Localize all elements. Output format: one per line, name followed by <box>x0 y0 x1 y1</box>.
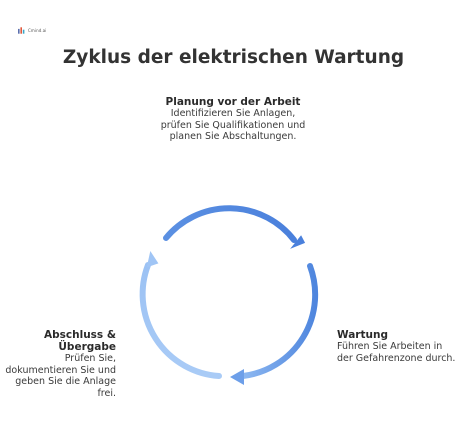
cycle-arc-completion-to-planning <box>139 262 222 379</box>
cycle-diagram <box>139 205 319 385</box>
arrow-head-left-icon <box>146 251 159 268</box>
step-maintenance: Wartung Führen Sie Arbeiten in der Gefah… <box>337 329 457 364</box>
step-completion-title: Abschluss & Übergabe <box>44 329 116 353</box>
cycle-arc-maintenance-to-completion <box>240 263 319 379</box>
step-maintenance-description: Führen Sie Arbeiten in der Gefahrenzone … <box>337 341 456 364</box>
logo-icon <box>18 27 25 34</box>
cycle-arc-planning-to-maintenance <box>163 205 297 243</box>
logo: Cmind.ai <box>18 27 47 34</box>
step-planning: Planung vor der Arbeit Identifizieren Si… <box>158 96 308 143</box>
step-completion: Abschluss & Übergabe Prüfen Sie, dokumen… <box>0 329 116 399</box>
step-completion-description: Prüfen Sie, dokumentieren Sie und geben … <box>5 353 116 399</box>
step-maintenance-title: Wartung <box>337 329 388 341</box>
logo-text: Cmind.ai <box>28 28 47 33</box>
diagram-title: Zyklus der elektrischen Wartung <box>62 47 405 68</box>
arrow-head-right-icon <box>290 235 306 249</box>
step-planning-description: Identifizieren Sie Anlagen, prüfen Sie Q… <box>160 108 306 142</box>
step-planning-title: Planung vor der Arbeit <box>165 96 301 108</box>
arrow-head-bottom-icon <box>230 369 244 385</box>
